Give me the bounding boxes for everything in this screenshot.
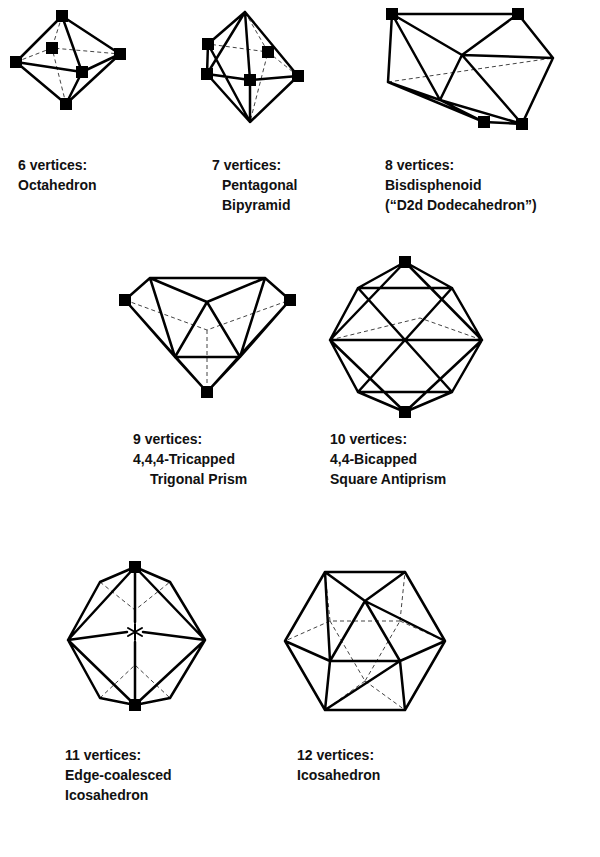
caption-text: 9 vertices: [133, 430, 202, 448]
caption-text: Trigonal Prism [150, 470, 247, 488]
caption-text: 8 vertices: [385, 156, 454, 174]
tricapped-prism-edges [125, 278, 290, 392]
caption-text: Edge-coalesced [65, 766, 172, 784]
octahedron-edges [16, 16, 120, 104]
hidden-edges [388, 58, 553, 82]
vertex-markers [386, 8, 528, 130]
hidden-edges [125, 300, 290, 392]
caption-text: 10 vertices: [330, 430, 407, 448]
edge-coalesced-edges [68, 567, 205, 705]
caption-text: 7 vertices: [212, 156, 281, 174]
hidden-edges [208, 12, 298, 122]
caption-text: Icosahedron [65, 786, 148, 804]
icosahedron-edges [285, 572, 445, 710]
bipyramid-edges [207, 12, 298, 122]
bisdisphenoid-edges [388, 14, 553, 124]
caption-text: Bisdisphenoid [385, 176, 481, 194]
caption-text: Bipyramid [222, 196, 290, 214]
antiprism-edges [330, 262, 482, 412]
caption-text: Icosahedron [297, 766, 380, 784]
caption-text: Square Antiprism [330, 470, 446, 488]
hidden-edges [16, 16, 120, 104]
caption-text: Octahedron [18, 176, 97, 194]
vertex-markers [129, 561, 141, 711]
caption-text: 11 vertices: [65, 746, 141, 764]
caption-text: 12 vertices: [297, 746, 374, 764]
vertex-markers [119, 294, 296, 398]
hidden-edges [285, 572, 445, 710]
vertex-markers [399, 256, 411, 418]
vertex-markers [10, 10, 126, 110]
caption-text: 4,4,4-Tricapped [133, 450, 235, 468]
caption-text: (“D2d Dodecahedron”) [385, 196, 537, 214]
star-marker [128, 624, 142, 640]
vertex-markers [201, 38, 304, 86]
caption-text: 4,4-Bicapped [330, 450, 417, 468]
caption-text: Pentagonal [222, 176, 297, 194]
hidden-edges [330, 318, 482, 340]
caption-text: 6 vertices: [18, 156, 87, 174]
